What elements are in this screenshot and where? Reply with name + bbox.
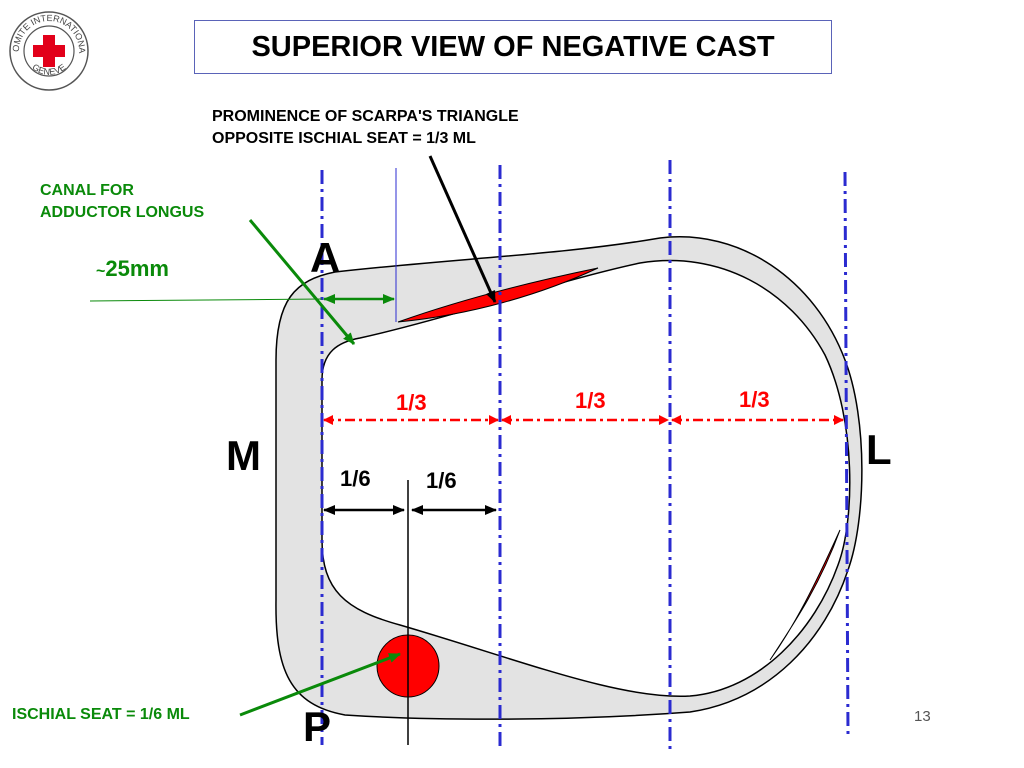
scarpa-label-line1: PROMINENCE OF SCARPA'S TRIANGLE: [212, 108, 519, 125]
anterior-label: A: [310, 234, 341, 281]
lateral-prominence: [769, 529, 841, 661]
lateral-label: L: [866, 426, 892, 473]
scarpa-label: PROMINENCE OF SCARPA'S TRIANGLE OPPOSITE…: [212, 106, 519, 150]
third-label-3: 1/3: [739, 387, 770, 412]
canal-depth-leader: [89, 298, 323, 302]
posterior-label: P: [303, 703, 332, 750]
sixth-label-2: 1/6: [426, 468, 457, 493]
red-cross-icon: [33, 35, 65, 67]
page-number: 13: [914, 708, 931, 725]
guide-line-lateral: [843, 171, 850, 736]
canal-label-line1: CANAL FOR: [40, 182, 134, 199]
third-label-2: 1/3: [575, 388, 606, 413]
sixth-label-1: 1/6: [340, 466, 371, 491]
scarpa-pointer: [428, 155, 497, 303]
logo-text-bottom: GENEVE: [31, 62, 68, 77]
ischial-pointer: [239, 652, 401, 717]
ischial-seat-label: ISCHIAL SEAT = 1/6 ML: [12, 706, 190, 723]
distance-value: 25mm: [105, 256, 169, 281]
vertical-guide-lines: [320, 160, 850, 750]
cast-outline: [275, 236, 863, 720]
distance-tilde: ~: [96, 263, 106, 280]
medial-label: M: [226, 432, 261, 479]
third-label-1: 1/3: [396, 390, 427, 415]
scarpa-label-line2: OPPOSITE ISCHIAL SEAT = 1/3 ML: [212, 130, 476, 147]
icrc-logo: COMITE INTERNATIONAL GENEVE: [8, 10, 89, 91]
canal-label: CANAL FOR ADDUCTOR LONGUS: [40, 180, 204, 224]
canal-pointer: [248, 219, 356, 345]
canal-label-line2: ADDUCTOR LONGUS: [40, 204, 205, 221]
scarpa-prominence: [397, 267, 599, 323]
slide-title-box: SUPERIOR VIEW OF NEGATIVE CAST: [194, 20, 832, 74]
slide-title: SUPERIOR VIEW OF NEGATIVE CAST: [251, 30, 775, 63]
distance-label: ~25mm: [96, 256, 169, 282]
